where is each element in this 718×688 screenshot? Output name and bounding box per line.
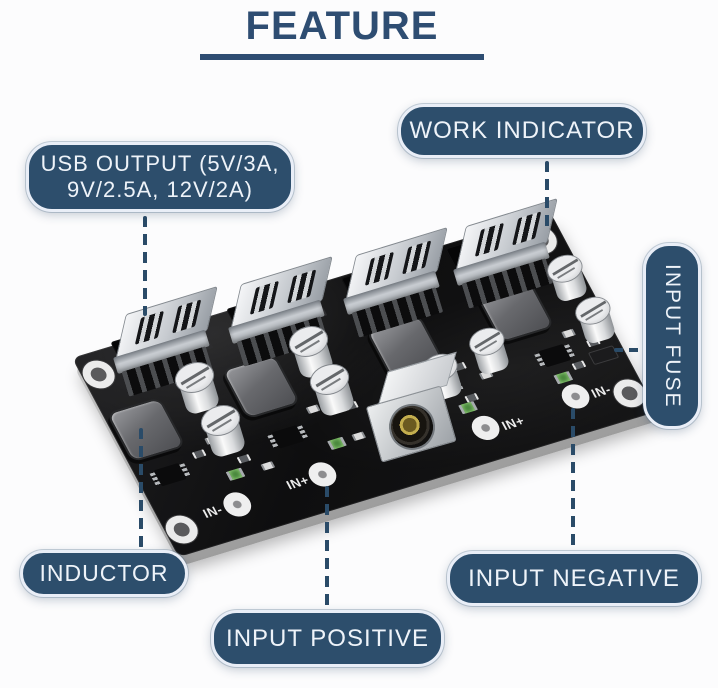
- callout-usb-output: USB OUTPUT (5V/3A, 9V/2.5A, 12V/2A): [26, 142, 294, 212]
- page-title-text: FEATURE: [245, 4, 439, 48]
- callout-usb-output-line1: USB OUTPUT (5V/3A,: [40, 151, 280, 176]
- callout-inductor-label: INDUCTOR: [39, 560, 169, 586]
- input-fuse-leader-line: [614, 348, 644, 352]
- ic-chip: [271, 425, 305, 449]
- callout-input-fuse-label: INPUT FUSE: [661, 263, 684, 409]
- usb-contact-slot: [134, 310, 164, 345]
- work-led: [553, 370, 574, 385]
- input-negative-leader-line: [571, 408, 575, 550]
- smd-resistor: [260, 461, 276, 471]
- callout-input-negative: INPUT NEGATIVE: [447, 551, 701, 606]
- callout-input-positive-label: INPUT POSITIVE: [226, 624, 429, 652]
- input-pad: [557, 381, 595, 412]
- usb-contact-slot: [402, 240, 432, 275]
- callout-input-negative-label: INPUT NEGATIVE: [468, 564, 680, 592]
- silkscreen-label: IN-: [200, 502, 226, 521]
- smd-resistor: [191, 449, 207, 459]
- callout-usb-output-line2: 9V/2.5A, 12V/2A): [67, 177, 253, 202]
- page-title: FEATURE: [200, 4, 484, 60]
- callout-inductor: INDUCTOR: [20, 550, 188, 597]
- usb-contact-slot: [287, 269, 317, 304]
- silkscreen-label: IN+: [499, 413, 528, 433]
- callout-work-indicator: WORK INDICATOR: [398, 104, 646, 158]
- smd-resistor: [351, 431, 367, 442]
- ic-chip: [538, 343, 572, 368]
- callout-work-indicator-label: WORK INDICATOR: [409, 117, 635, 144]
- work-indicator-leader-line: [545, 161, 549, 233]
- usb-contact-slot: [172, 299, 202, 334]
- work-led: [326, 436, 348, 451]
- usb-contact-slot: [249, 280, 279, 315]
- callout-input-fuse: INPUT FUSE: [643, 243, 701, 429]
- smd-resistor: [561, 328, 576, 339]
- work-led: [225, 467, 246, 481]
- silkscreen-label: IN+: [283, 472, 312, 493]
- inductor-leader-line: [139, 428, 143, 548]
- callout-input-positive: INPUT POSITIVE: [211, 610, 444, 667]
- ic-chip: [153, 462, 187, 487]
- inductor-component: [106, 396, 187, 463]
- dc-jack-opening: [383, 398, 441, 456]
- usb-output-leader-line: [143, 216, 147, 316]
- usb-contact-slot: [512, 211, 542, 246]
- usb-contact-slot: [364, 251, 394, 286]
- smd-resistor: [571, 360, 587, 371]
- input-positive-leader-line: [325, 486, 329, 608]
- usb-contact-slot: [474, 222, 504, 257]
